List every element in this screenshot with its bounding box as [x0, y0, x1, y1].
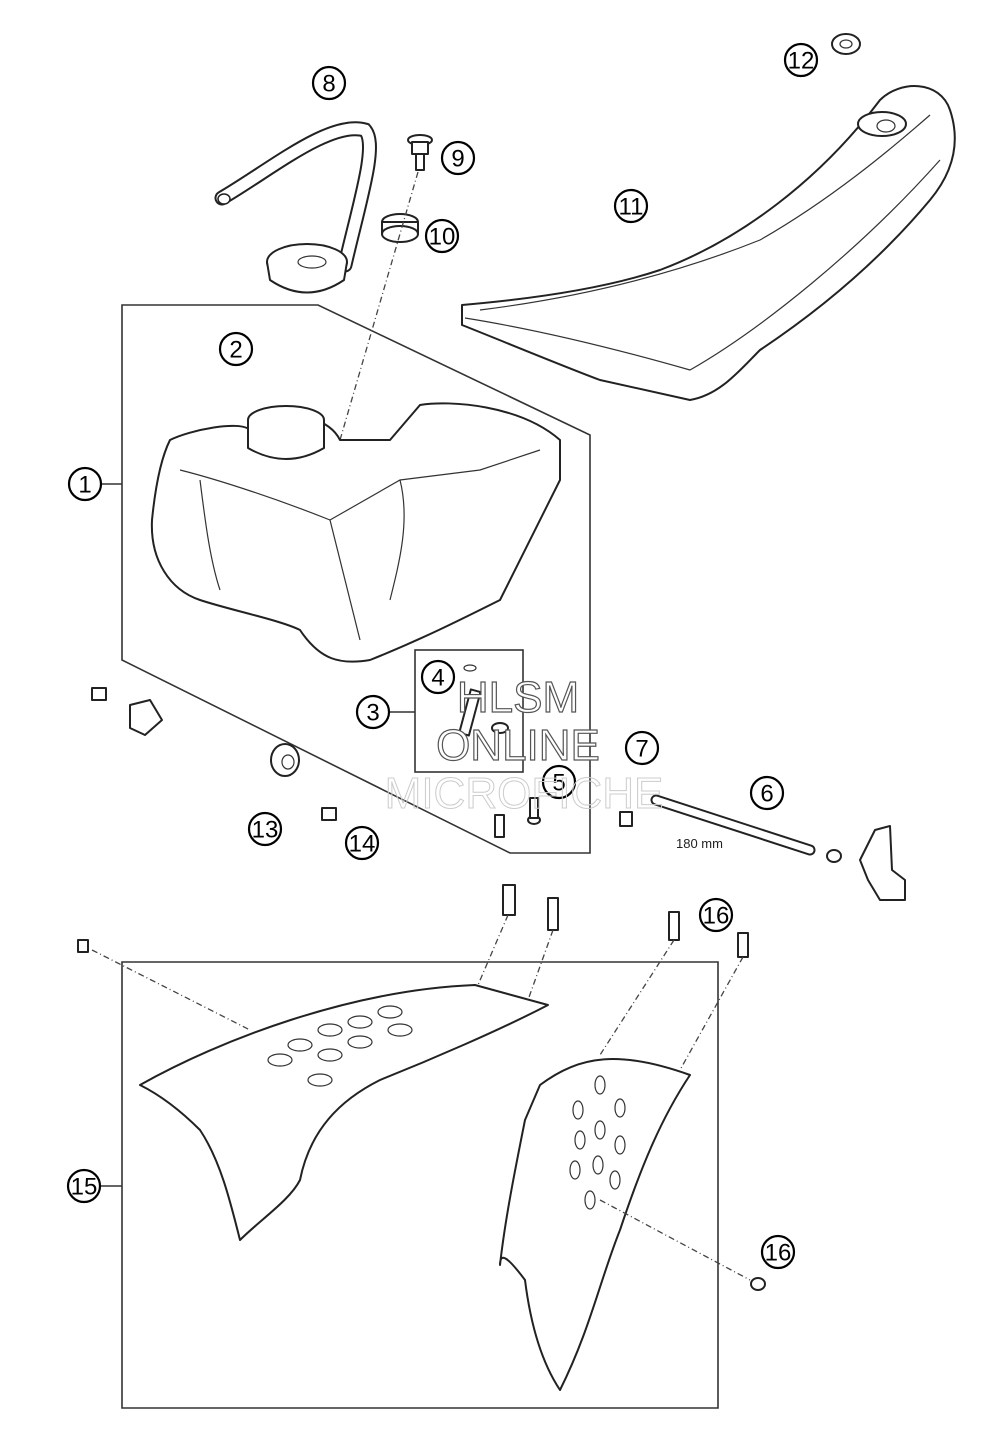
watermark-line2: ONLINE: [436, 721, 600, 770]
tank-assembly-frame: [121, 304, 591, 854]
callout-8: 8: [311, 65, 347, 101]
skid-plate-right: [499, 1058, 691, 1391]
callout-12: 12: [783, 42, 819, 78]
grommet: [381, 213, 419, 243]
svg-text:11: 11: [619, 194, 644, 221]
callout-13: 13: [247, 811, 283, 847]
vent-valve: [407, 134, 433, 171]
clamp-screw: [619, 811, 633, 827]
fuel-tank: [150, 402, 561, 663]
svg-text:3: 3: [366, 700, 379, 727]
svg-text:1: 1: [78, 472, 91, 499]
callout-9: 9: [440, 140, 476, 176]
callout-1: 1: [67, 466, 103, 502]
svg-text:4: 4: [431, 665, 444, 692]
callout-5: 5: [541, 764, 577, 800]
svg-text:8: 8: [322, 71, 335, 98]
watermark: HLSM ONLINE MICROFICHE: [384, 672, 664, 818]
callout-11: 11: [613, 188, 649, 224]
svg-text:12: 12: [788, 48, 815, 75]
mounting-screws: [494, 797, 541, 838]
fuel-cap: [266, 243, 348, 294]
callout-10: 10: [424, 218, 460, 254]
rubber-mount: [91, 687, 337, 821]
svg-text:15: 15: [71, 1174, 98, 1201]
svg-text:16: 16: [703, 903, 730, 930]
svg-text:9: 9: [451, 146, 464, 173]
dimension-label: 180 mm: [676, 836, 723, 851]
callout-3: 3: [355, 694, 391, 730]
watermark-line1: HLSM: [457, 673, 579, 722]
svg-text:7: 7: [635, 736, 648, 763]
callout-7: 7: [624, 730, 660, 766]
callout-16-top: 16: [698, 897, 734, 933]
svg-text:10: 10: [429, 224, 456, 251]
callout-2: 2: [218, 331, 254, 367]
callout-15: 15: [66, 1168, 102, 1204]
skid-plate-frame: [121, 961, 719, 1409]
skid-plate-left: [139, 984, 549, 1241]
skid-plate-bolts: [77, 884, 766, 1291]
svg-text:2: 2: [229, 337, 242, 364]
callout-6: 6: [749, 775, 785, 811]
svg-text:6: 6: [760, 781, 773, 808]
svg-text:16: 16: [765, 1240, 792, 1267]
fuel-line: [650, 794, 906, 901]
callout-4: 4: [420, 659, 456, 695]
seat-bushing: [831, 33, 861, 55]
callout-16-bottom: 16: [760, 1234, 796, 1270]
svg-text:14: 14: [349, 831, 376, 858]
seat: [461, 85, 956, 401]
sub-assembly-frame: [414, 649, 524, 773]
svg-text:13: 13: [252, 817, 279, 844]
svg-text:5: 5: [552, 770, 565, 797]
fuel-tap-parts: [458, 664, 509, 737]
watermark-line3: MICROFICHE: [385, 769, 664, 818]
assembly-line: [339, 171, 419, 441]
callout-14: 14: [344, 825, 380, 861]
